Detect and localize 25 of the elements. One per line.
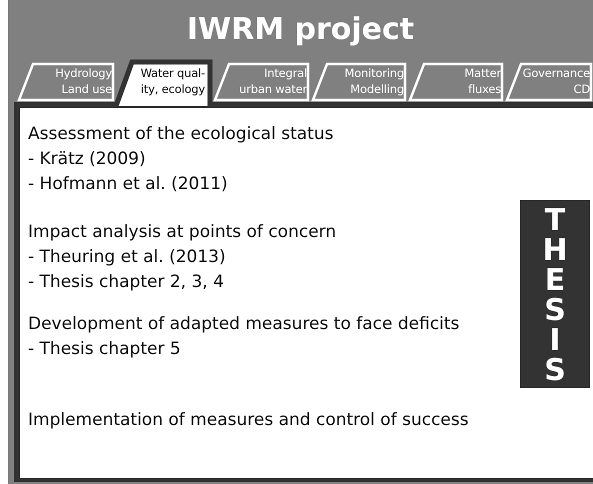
vertical-label: THESIS <box>541 206 569 386</box>
tab <box>17 62 115 102</box>
tab-label: Water qual- ity, ecology <box>140 65 205 97</box>
tab <box>213 62 310 102</box>
tab-label: Matter fluxes <box>463 65 501 97</box>
tab-label: Integral urban water <box>238 65 307 97</box>
tab <box>408 62 504 102</box>
thesis-bar <box>520 200 590 388</box>
stage-heading: Impact analysis at points of concern <box>28 221 338 244</box>
project-panel <box>8 0 593 484</box>
panel-title: IWRM project <box>186 11 416 49</box>
reference-line: - Hofmann et al. (2011) <box>28 173 229 196</box>
tab-label: Hydrology Land use <box>54 65 112 97</box>
tab <box>505 62 593 102</box>
stage-heading: Implementation of measures and control of success <box>28 409 470 432</box>
active-tab <box>116 60 212 104</box>
stage-heading: Development of adapted measures to face deficits <box>28 313 460 336</box>
stage-heading: Assessment of the ecological status <box>28 123 334 146</box>
reference-line: - Thesis chapter 2, 3, 4 <box>28 271 225 294</box>
tab-label: Governance CD <box>522 65 590 97</box>
tab <box>311 62 407 102</box>
reference-line: - Krätz (2009) <box>28 148 147 171</box>
tab-label: Monitoring Modelling <box>344 65 404 97</box>
reference-line: - Thesis chapter 5 <box>28 338 182 361</box>
reference-line: - Theuring et al. (2013) <box>28 246 227 269</box>
